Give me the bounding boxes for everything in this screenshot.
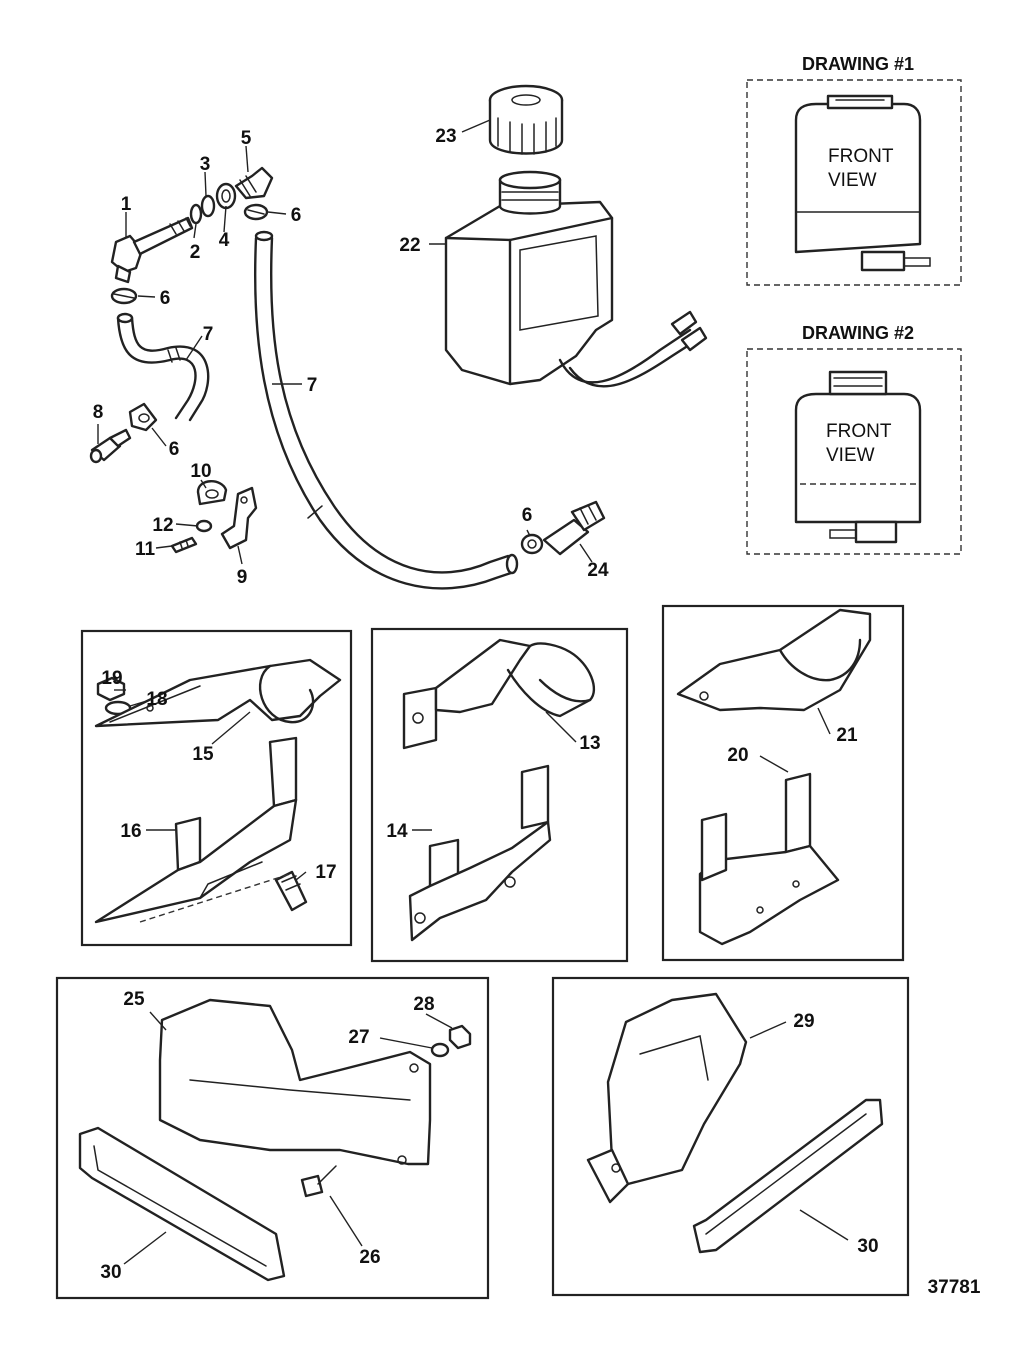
part-13-bracket — [402, 638, 596, 750]
hose-fitting-assembly — [89, 166, 606, 590]
callout-23: 23 — [435, 126, 456, 147]
part-4-nut — [215, 182, 237, 210]
part-26-bolt — [300, 1165, 337, 1198]
callout-13: 13 — [579, 733, 600, 754]
oil-tank-assembly — [444, 84, 708, 388]
callout-27: 27 — [348, 1027, 369, 1048]
part-19-nut — [96, 676, 126, 702]
part-7-long-hose — [253, 230, 519, 590]
callout-6-lower: 6 — [169, 439, 180, 460]
part-6-hose-clamp-top — [243, 203, 269, 221]
part-25-bracket — [158, 998, 432, 1166]
bracket-box-center — [370, 627, 629, 963]
callout-20: 20 — [727, 745, 748, 766]
callout-1: 1 — [121, 194, 132, 215]
bracket-box-right — [661, 604, 905, 962]
callout-6-right: 6 — [522, 505, 533, 526]
callout-30-left: 30 — [100, 1262, 121, 1283]
part-6-hose-clamp-right — [520, 533, 544, 555]
callout-14: 14 — [386, 821, 408, 842]
part-30-strap-right — [692, 1098, 884, 1254]
part-9-bracket — [220, 486, 258, 550]
callout-11: 11 — [135, 539, 156, 560]
part-29-bracket — [586, 992, 748, 1204]
part-30-strap-left — [78, 1126, 286, 1282]
callout-16: 16 — [120, 821, 141, 842]
callout-5: 5 — [241, 128, 252, 149]
callout-26: 26 — [359, 1247, 380, 1268]
drawing-1-view-label: VIEW — [828, 170, 877, 191]
callout-labels: 1 2 3 4 5 6 6 7 8 6 7 10 12 11 9 22 23 6… — [93, 126, 879, 1283]
part-11-screw — [170, 536, 198, 554]
callout-4: 4 — [219, 230, 230, 251]
callout-10: 10 — [190, 461, 211, 482]
drawing-2-view-label: VIEW — [826, 445, 875, 466]
figure-number: 37781 — [928, 1277, 981, 1298]
drawing-1-title: DRAWING #1 — [802, 54, 914, 74]
callout-19: 19 — [101, 668, 122, 689]
part-22-oil-tank — [444, 170, 708, 388]
callout-25: 25 — [123, 989, 145, 1010]
callout-12: 12 — [152, 515, 173, 536]
drawing-1-inset: DRAWING #1 FRONT VIEW — [746, 54, 962, 286]
part-15-bracket — [94, 658, 342, 728]
drawing-2-front-label: FRONT — [826, 421, 892, 442]
callout-3: 3 — [200, 154, 211, 175]
drawing-2-inset: DRAWING #2 FRONT VIEW — [746, 323, 962, 555]
leader-lines — [97, 119, 849, 1265]
part-16-bracket — [94, 736, 298, 924]
part-21-bracket — [676, 608, 872, 712]
callout-2: 2 — [190, 242, 201, 263]
callout-28: 28 — [413, 994, 434, 1015]
part-3-washer — [200, 194, 216, 218]
callout-7-long: 7 — [307, 375, 318, 396]
callout-29: 29 — [793, 1011, 814, 1032]
part-7-short-hose — [116, 312, 210, 422]
part-14-bracket — [408, 764, 552, 942]
part-2-o-ring — [189, 203, 203, 225]
callout-18: 18 — [146, 689, 167, 710]
callout-7-short: 7 — [203, 324, 214, 345]
part-6-hose-clamp-left — [110, 287, 138, 305]
part-10-clip — [196, 480, 228, 506]
bracket-box-bottom-left — [55, 976, 490, 1300]
part-12-washer — [195, 519, 213, 533]
callout-15: 15 — [192, 744, 214, 765]
drawing-2-title: DRAWING #2 — [802, 323, 914, 343]
part-24-fitting — [542, 500, 606, 556]
drawing-1-front-label: FRONT — [828, 146, 894, 167]
part-6-hose-clamp-lower — [128, 402, 158, 432]
part-17-bolt — [274, 870, 308, 912]
callout-22: 22 — [399, 235, 420, 256]
callout-8: 8 — [93, 402, 104, 423]
part-28-nut — [448, 1024, 472, 1050]
bracket-box-left — [80, 629, 353, 947]
part-1-elbow-fitting — [110, 216, 194, 284]
callout-17: 17 — [315, 862, 336, 883]
callout-21: 21 — [836, 725, 858, 746]
part-27-washer — [430, 1042, 450, 1058]
callout-30-right: 30 — [857, 1236, 878, 1257]
callout-6-left: 6 — [160, 288, 171, 309]
bracket-box-bottom-right — [551, 976, 910, 1297]
part-8-fitting — [89, 428, 132, 464]
callout-6-top: 6 — [291, 205, 302, 226]
callout-9: 9 — [237, 567, 248, 588]
callout-24: 24 — [587, 560, 609, 581]
part-5-elbow-fitting — [234, 166, 274, 200]
part-20-bracket — [698, 772, 840, 946]
part-23-filler-cap — [488, 84, 564, 155]
